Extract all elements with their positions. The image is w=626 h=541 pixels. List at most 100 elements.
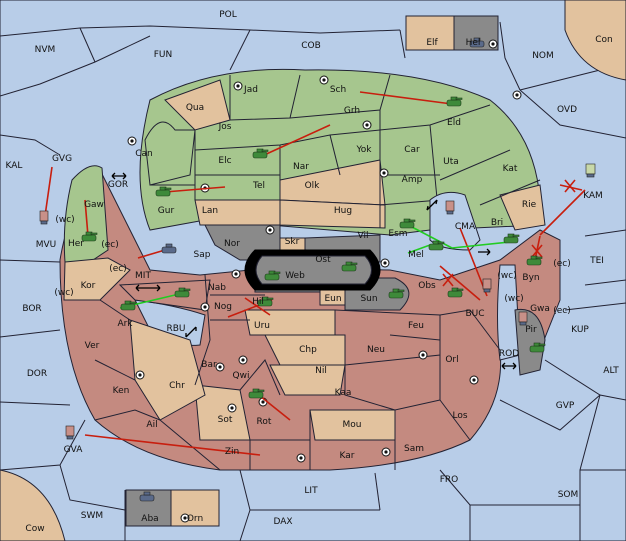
region-label: Olk — [305, 181, 321, 191]
region-label: Jad — [243, 85, 258, 95]
region-label: Qwi — [233, 371, 250, 381]
region-label: KAM — [583, 191, 603, 201]
region-label: Eun — [324, 294, 341, 304]
region-label: Amp — [402, 175, 423, 185]
region-label: DOR — [27, 369, 47, 379]
region-label: DAX — [273, 517, 292, 527]
region-pir[interactable] — [514, 308, 546, 376]
region-label: Mel — [408, 250, 424, 260]
region-label: Nar — [293, 162, 309, 172]
region-label: KUP — [571, 325, 589, 335]
region-label: BUC — [465, 309, 484, 319]
region-label: Los — [452, 411, 467, 421]
region-label: Eld — [447, 118, 461, 128]
region-label: (ec) — [109, 264, 127, 274]
region-label: OVD — [557, 105, 577, 115]
sea-bucrod[interactable] — [497, 264, 521, 361]
region-label: LIT — [304, 486, 318, 496]
region-nil[interactable] — [269, 364, 346, 396]
region-label: Ark — [117, 319, 133, 329]
region-label: Gaw — [84, 200, 104, 210]
region-web-ost[interactable] — [255, 255, 372, 285]
region-label: Esm — [388, 229, 407, 239]
region-label: CMA — [455, 222, 476, 232]
region-kor[interactable] — [63, 257, 131, 301]
region-label: TEI — [589, 256, 604, 266]
region-label: Hug — [334, 206, 352, 216]
region-label: Chr — [169, 381, 185, 391]
region-label: GVG — [52, 154, 72, 164]
region-label: POL — [219, 10, 237, 20]
region-label: Nor — [224, 239, 240, 249]
region-label: Uta — [443, 157, 459, 167]
region-label: Nab — [208, 283, 226, 293]
region-label: (wc) — [54, 288, 73, 298]
region-label: Rie — [522, 200, 537, 210]
region-label: NOM — [532, 51, 554, 61]
region-label: Zin — [225, 447, 239, 457]
region-label: Can — [135, 149, 153, 159]
region-label: Grh — [344, 106, 360, 116]
region-label: Ost — [315, 255, 331, 265]
region-label: FRO — [440, 475, 459, 485]
region-label: Ail — [146, 420, 157, 430]
region-label: GOR — [108, 180, 128, 190]
region-label: Aba — [141, 514, 158, 524]
region-label: Elf — [426, 38, 438, 48]
region-label: Con — [595, 35, 613, 45]
region-label: Sun — [360, 294, 377, 304]
region-label: Hil — [252, 297, 264, 307]
region-label: Rot — [257, 417, 272, 427]
region-label: NVM — [35, 45, 56, 55]
support-orders — [119, 225, 511, 309]
region-label: Byn — [522, 273, 539, 283]
region-orn[interactable] — [170, 489, 220, 527]
region-label: (wc) — [497, 271, 516, 281]
region-label: (wc) — [55, 215, 74, 225]
region-label: Vil — [358, 231, 369, 241]
region-label: (wc) — [504, 294, 523, 304]
south-borders — [94, 274, 501, 471]
region-label: (ec) — [553, 259, 571, 269]
region-label: Pir — [525, 325, 537, 335]
region-label: Qua — [186, 103, 204, 113]
region-label: FUN — [154, 50, 173, 60]
region-can[interactable] — [144, 121, 196, 186]
region-label: Gur — [158, 206, 175, 216]
continent-north[interactable] — [139, 68, 541, 236]
region-label: Ken — [113, 386, 130, 396]
region-label: Sch — [330, 85, 346, 95]
region-label: Kaa — [335, 388, 352, 398]
region-chr[interactable] — [129, 319, 206, 421]
region-hug[interactable] — [279, 199, 386, 229]
region-label: COB — [301, 41, 321, 51]
region-label: Lan — [202, 206, 218, 216]
region-label: Her — [68, 239, 84, 249]
region-label: ALT — [603, 366, 619, 376]
region-label: Ver — [85, 341, 100, 351]
region-label: Gwa — [530, 304, 550, 314]
region-elf[interactable] — [405, 15, 455, 51]
region-label: ROD — [499, 349, 519, 359]
region-label: Sot — [218, 415, 233, 425]
region-label: Feu — [408, 321, 424, 331]
region-label: Kat — [503, 164, 518, 174]
region-label: (ec) — [553, 306, 571, 316]
region-label: Chp — [299, 345, 317, 355]
region-label: Yok — [355, 145, 372, 155]
region-label: GVP — [556, 401, 575, 411]
region-label: Kor — [81, 281, 96, 291]
sea-boundaries — [0, 21, 626, 541]
region-label: (ec) — [101, 240, 119, 250]
region-label: BOR — [22, 304, 41, 314]
region-label: Sap — [194, 250, 211, 260]
region-label: Bri — [491, 218, 503, 228]
region-label: Car — [404, 145, 420, 155]
region-label: Bar — [201, 360, 217, 370]
region-label: Mou — [343, 420, 362, 430]
region-label: KAL — [6, 161, 23, 171]
region-label: SWM — [81, 511, 103, 521]
region-rie[interactable] — [499, 184, 546, 231]
